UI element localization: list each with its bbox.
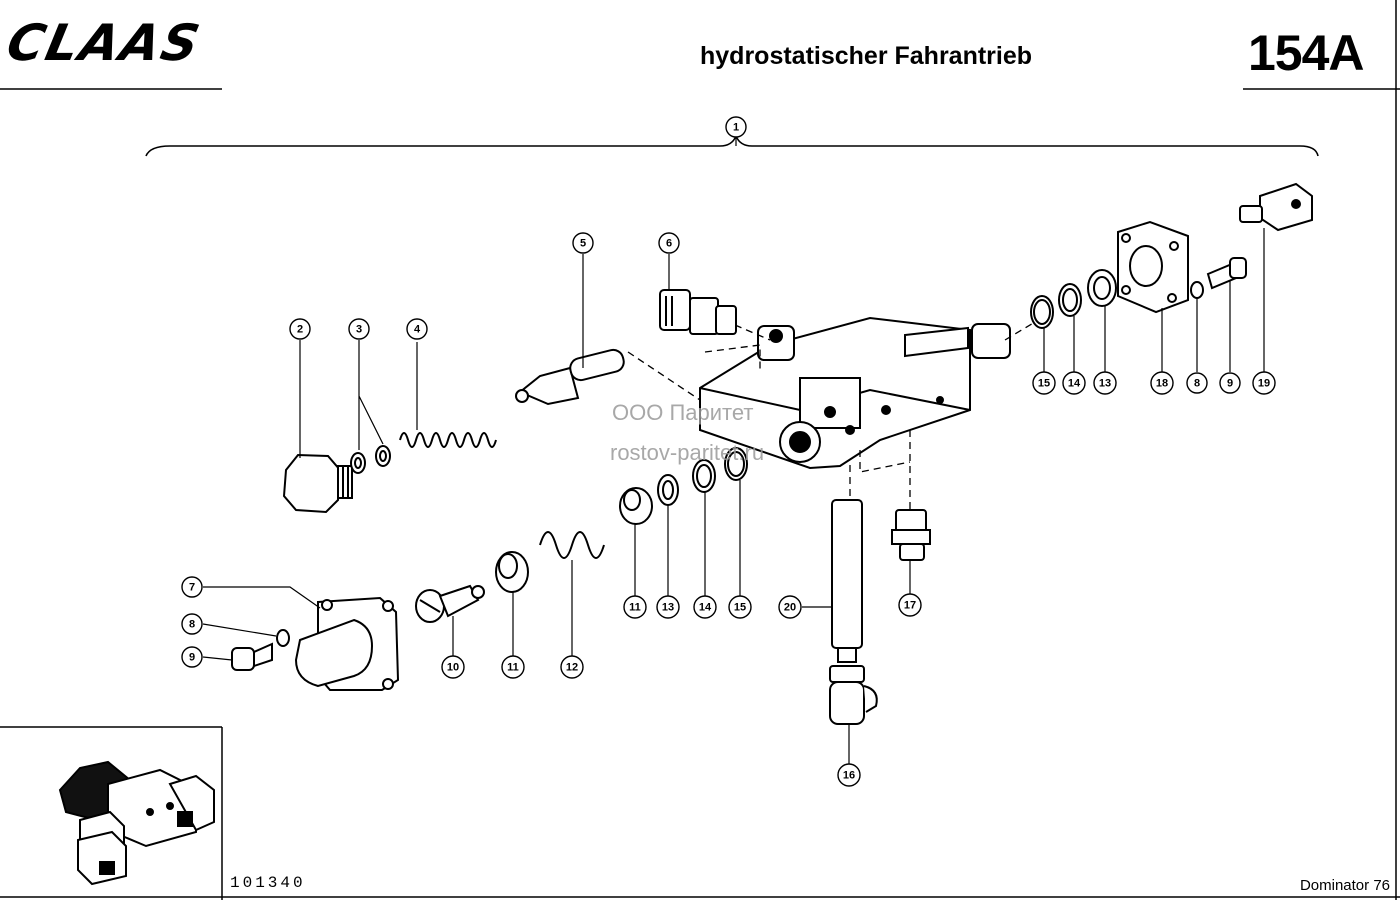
valve-body — [699, 316, 1011, 470]
callout-label: 1 — [733, 122, 739, 134]
callout-16: 16 — [837, 763, 861, 787]
callout-1: 1 — [725, 116, 747, 138]
callout-label: 7 — [189, 582, 195, 594]
callout-19: 19 — [1252, 371, 1276, 395]
part-fitting — [659, 289, 737, 335]
part-spring — [399, 432, 497, 448]
callout-9: 9 — [1219, 372, 1241, 394]
callout-label: 20 — [784, 602, 796, 614]
callout-label: 11 — [629, 602, 641, 614]
page-title: hydrostatischer Fahrantrieb — [700, 42, 1033, 70]
callout-label: 8 — [189, 619, 195, 631]
assembly-brace — [145, 133, 1319, 157]
callout-7: 7 — [181, 576, 203, 598]
leader-lines — [202, 138, 1265, 764]
callout-2: 2 — [289, 318, 311, 340]
callout-13: 13 — [656, 595, 680, 619]
callout-label: 15 — [1038, 378, 1050, 390]
part-adapter — [891, 509, 931, 561]
callout-5: 5 — [572, 232, 594, 254]
callout-label: 12 — [566, 662, 578, 674]
callout-15: 15 — [728, 595, 752, 619]
callout-12: 12 — [560, 655, 584, 679]
callout-3: 3 — [348, 318, 370, 340]
part-cups — [495, 487, 653, 593]
callout-label: 6 — [666, 238, 672, 250]
callout-label: 19 — [1258, 378, 1270, 390]
callout-label: 17 — [904, 600, 916, 612]
callout-13: 13 — [1093, 371, 1117, 395]
callout-label: 18 — [1156, 378, 1168, 390]
part-end-block — [1239, 182, 1313, 232]
callout-label: 14 — [699, 602, 712, 614]
callout-label: 9 — [1227, 378, 1233, 390]
callout-6: 6 — [658, 232, 680, 254]
callout-label: 4 — [414, 324, 421, 336]
callout-20: 20 — [778, 595, 802, 619]
part-flange — [1117, 220, 1189, 314]
callout-label: 2 — [297, 324, 303, 336]
callout-label: 9 — [189, 652, 195, 664]
page-number: 154A — [1248, 25, 1365, 81]
watermark-line-1: ООО Паритет — [612, 400, 754, 425]
watermark-line-2: rostov-paritet.ru — [610, 440, 765, 465]
drawing-number: 101340 — [230, 874, 306, 892]
callout-label: 8 — [1194, 378, 1200, 390]
callout-label: 13 — [1099, 378, 1111, 390]
part-piston — [515, 348, 625, 406]
callout-8: 8 — [181, 613, 203, 635]
part-rings — [657, 269, 1117, 506]
callout-9: 9 — [181, 646, 203, 668]
callout-4: 4 — [406, 318, 428, 340]
callout-label: 16 — [843, 770, 855, 782]
callout-17: 17 — [898, 593, 922, 617]
callout-8: 8 — [1186, 372, 1208, 394]
callout-label: 10 — [447, 662, 459, 674]
part-nipple — [829, 665, 878, 725]
callout-10: 10 — [441, 655, 465, 679]
callout-label: 15 — [734, 602, 746, 614]
callout-14: 14 — [1062, 371, 1086, 395]
inset-thumbnail — [58, 760, 215, 886]
callout-label: 11 — [507, 662, 519, 674]
part-spring-2 — [539, 531, 605, 559]
part-plug-screw — [282, 453, 353, 514]
callout-11: 11 — [501, 655, 525, 679]
part-bolt-left — [231, 629, 290, 671]
assembly-lines — [627, 321, 1036, 510]
callout-label: 13 — [662, 602, 674, 614]
callout-18: 18 — [1150, 371, 1174, 395]
model-name: Dominator 76 — [1299, 877, 1390, 894]
part-washers — [350, 445, 391, 474]
callout-label: 5 — [580, 238, 586, 250]
callout-11: 11 — [623, 595, 647, 619]
part-bolt-right — [1190, 257, 1247, 299]
callout-15: 15 — [1032, 371, 1056, 395]
callout-label: 3 — [356, 324, 362, 336]
callout-label: 14 — [1068, 378, 1081, 390]
part-adjust-screw — [415, 584, 485, 623]
callout-14: 14 — [693, 595, 717, 619]
part-cover — [294, 596, 400, 691]
part-rod — [831, 499, 863, 663]
